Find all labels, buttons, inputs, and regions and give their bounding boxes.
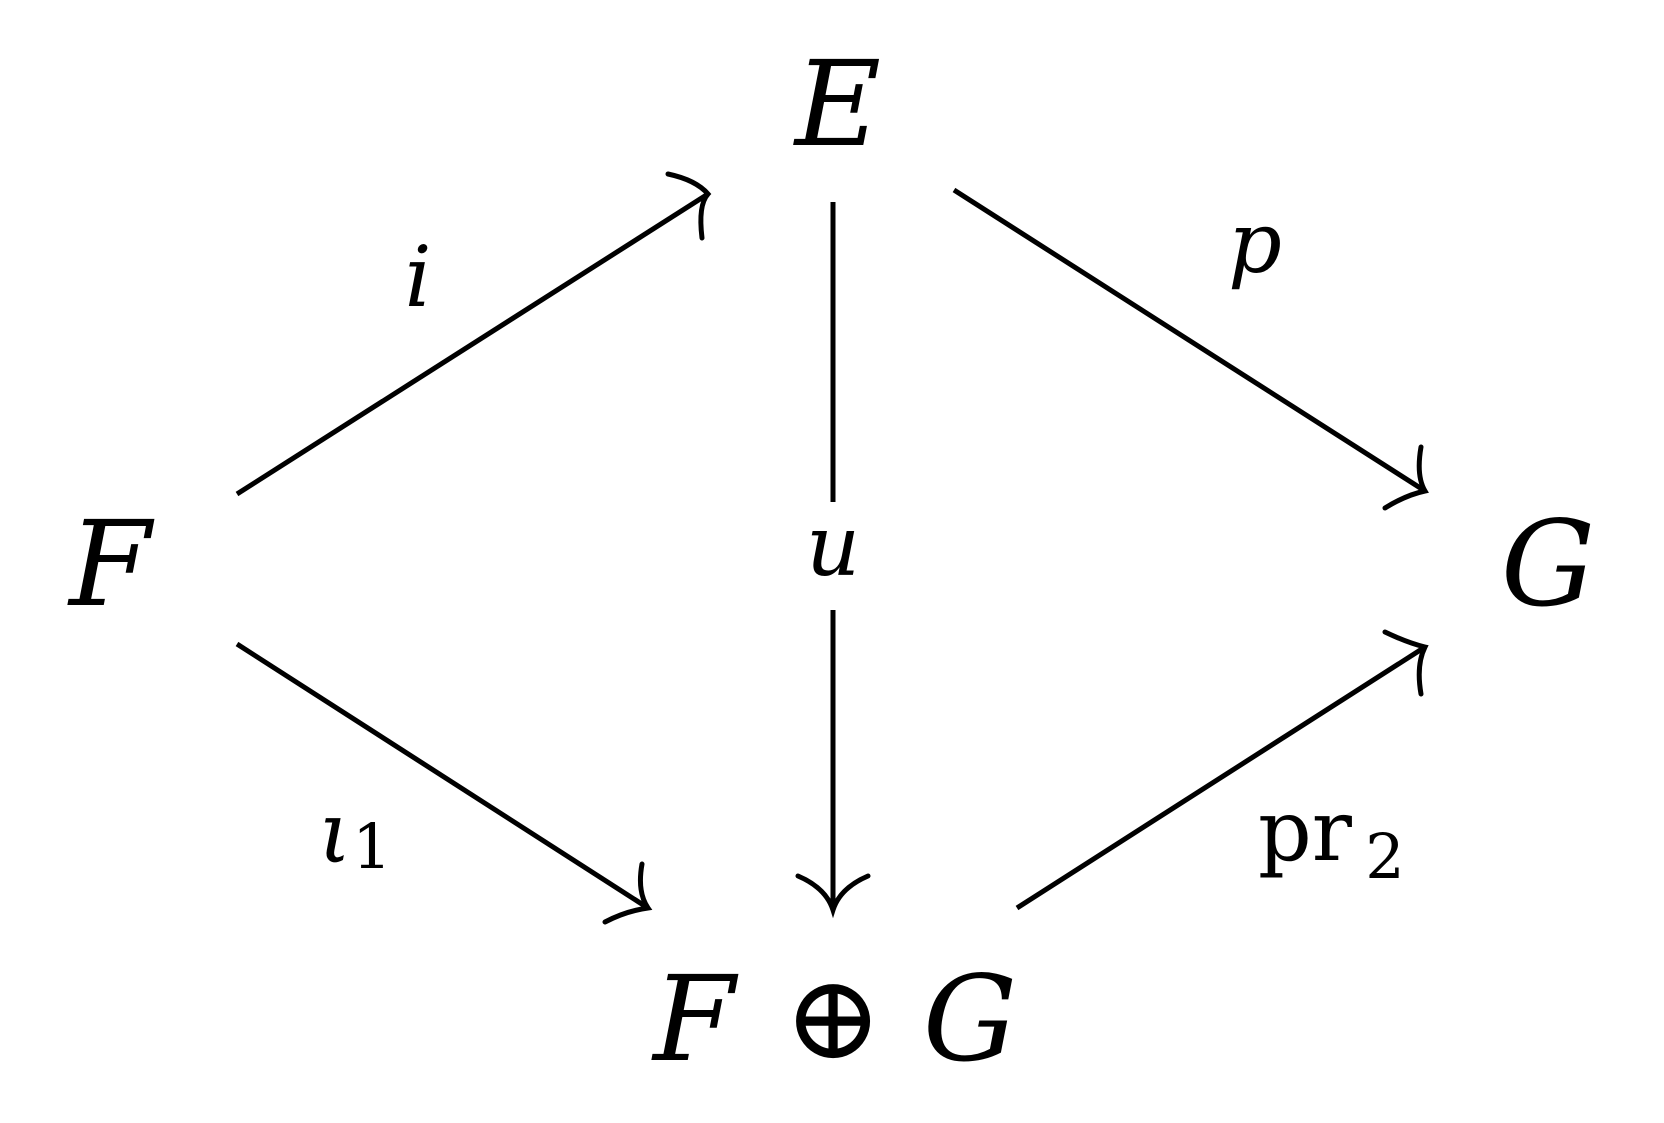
label-p: p xyxy=(1228,194,1282,292)
direct-sum-left-operand: F xyxy=(651,950,739,1088)
label-pr-subscript: 2 xyxy=(1365,820,1404,893)
label-pr: pr xyxy=(1258,782,1353,880)
arrow-iota-1 xyxy=(235,641,653,925)
label-iota-subscript: 1 xyxy=(352,810,391,883)
node-direct-sum: F ⊕ G xyxy=(651,948,1017,1088)
arrowhead-pr-2 xyxy=(1382,629,1429,697)
node-F: F xyxy=(67,495,155,633)
node-E: E xyxy=(793,35,881,173)
label-i: i xyxy=(405,228,432,326)
arrowhead-u xyxy=(795,873,871,919)
direct-sum-right-operand: G xyxy=(923,950,1017,1088)
arrow-i xyxy=(235,171,712,497)
node-G: G xyxy=(1501,495,1595,633)
label-iota: ι xyxy=(319,784,352,882)
label-u: u xyxy=(806,497,860,595)
arrowhead-p xyxy=(1382,444,1429,511)
direct-sum-operator: ⊕ xyxy=(784,948,883,1086)
arrow-u xyxy=(795,202,871,919)
arrow-p xyxy=(952,187,1429,511)
arrow-pr-2 xyxy=(1015,629,1429,911)
arrowhead-i xyxy=(665,171,712,241)
arrowhead-iota-1 xyxy=(602,861,653,925)
